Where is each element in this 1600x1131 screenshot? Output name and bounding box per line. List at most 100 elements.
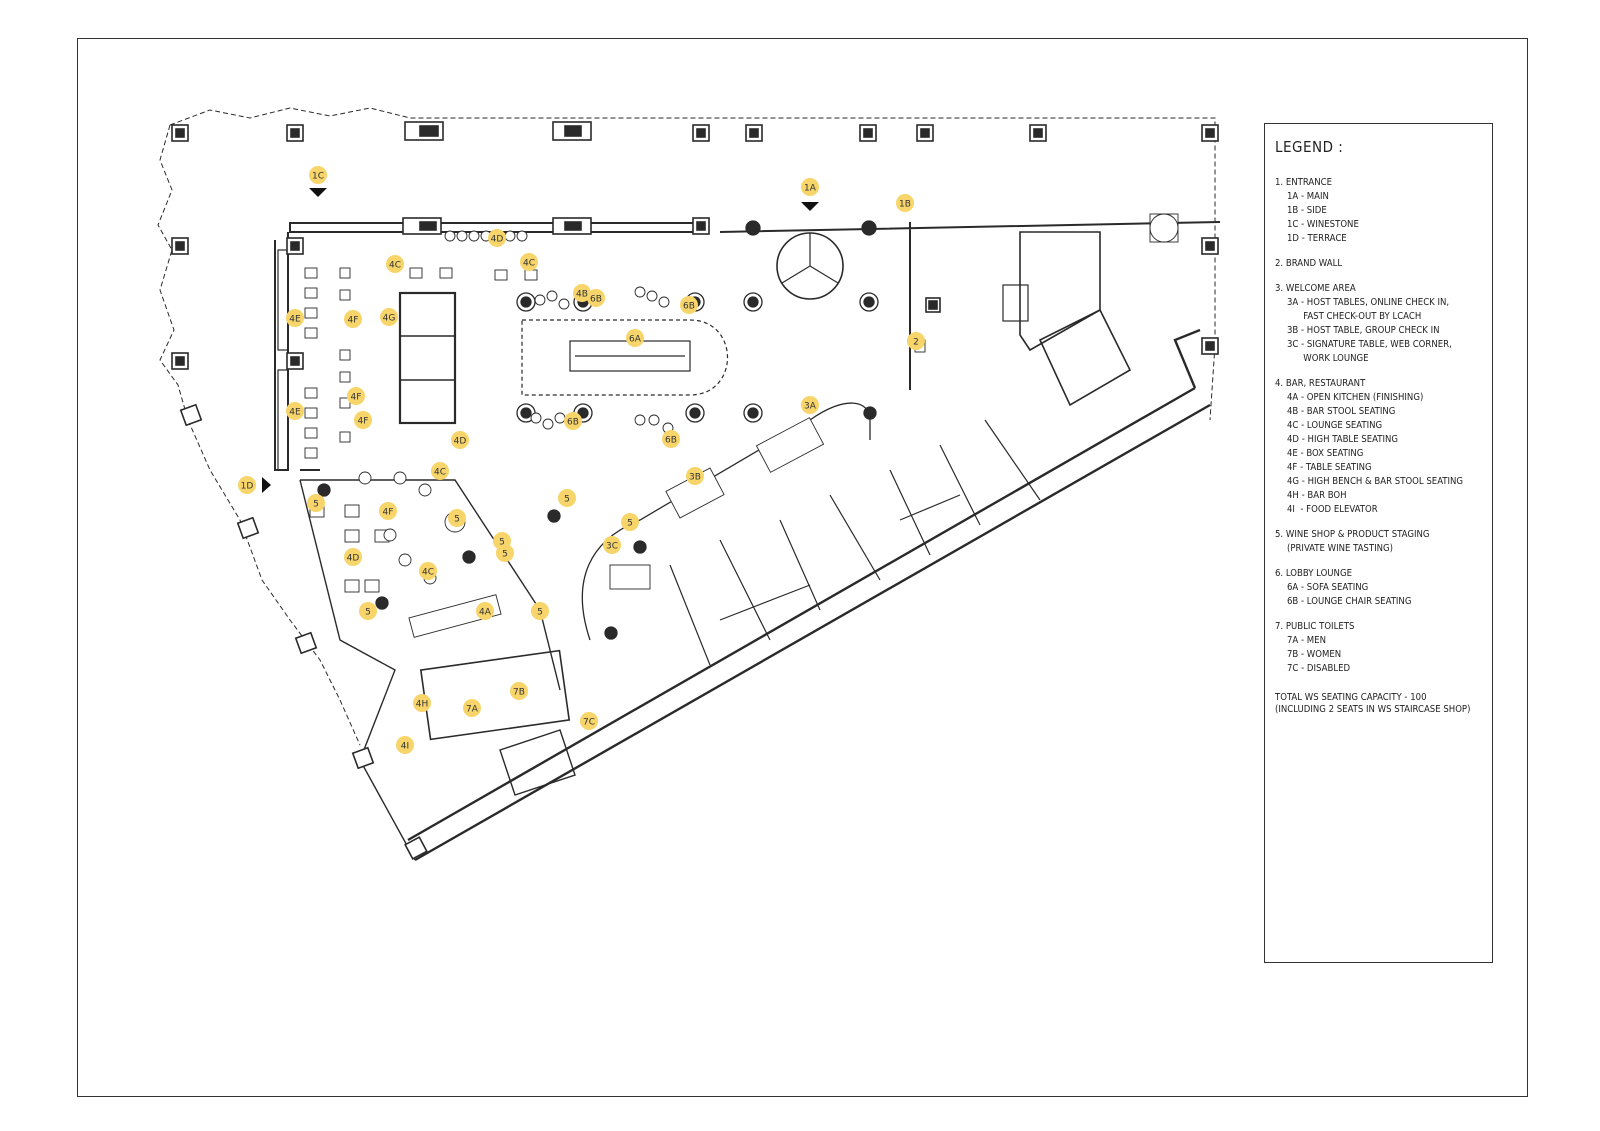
zone-tag-label: 4F bbox=[383, 508, 394, 518]
legend-item: 1C - WINESTONE bbox=[1287, 219, 1359, 230]
zone-tag-label: 4I bbox=[401, 742, 409, 752]
zone-tag: 6B bbox=[564, 412, 582, 430]
zone-tag-badge bbox=[380, 308, 398, 326]
zone-tag: 5 bbox=[448, 509, 466, 527]
zone-tag-badge bbox=[463, 699, 481, 717]
zone-tag-badge bbox=[448, 509, 466, 527]
zone-tag-label: 4F bbox=[348, 316, 359, 326]
zone-tag: 1A bbox=[801, 178, 819, 196]
zone-tag-badge bbox=[686, 467, 704, 485]
zone-tag: 4C bbox=[520, 253, 538, 271]
zone-tag-label: 6B bbox=[683, 302, 695, 312]
zone-tag: 1B bbox=[896, 194, 914, 212]
zone-tag-badge bbox=[493, 532, 511, 550]
zone-tag: 4I bbox=[396, 736, 414, 754]
zone-tag-badge bbox=[531, 602, 549, 620]
restaurant-boundary bbox=[299, 479, 561, 861]
terrace-outline bbox=[157, 107, 1216, 746]
zone-tag-badge bbox=[520, 253, 538, 271]
entrance-arrow-1a bbox=[801, 202, 819, 211]
zone-tag: 4F bbox=[344, 310, 362, 328]
zone-tag-label: 7A bbox=[466, 705, 479, 715]
zone-tag-badge bbox=[510, 682, 528, 700]
legend-section: 3. WELCOME AREA 3A - HOST TABLES, ONLINE … bbox=[1275, 282, 1492, 366]
legend-item: 3A - HOST TABLES, ONLINE CHECK IN, FAST … bbox=[1287, 297, 1450, 322]
boh-rooms bbox=[669, 419, 1041, 666]
zone-tag-badge bbox=[621, 513, 639, 531]
legend-item: 7A - MEN bbox=[1287, 635, 1326, 646]
zone-tag-label: 4D bbox=[454, 437, 467, 447]
zone-tag-badge bbox=[662, 430, 680, 448]
zone-tag: 5 bbox=[493, 532, 511, 550]
zone-tag-badge bbox=[907, 332, 925, 350]
zone-tag: 4F bbox=[379, 502, 397, 520]
zone-tag: 4E bbox=[286, 309, 304, 327]
zone-tag: 4C bbox=[419, 562, 437, 580]
zone-tag: 4C bbox=[431, 462, 449, 480]
zone-tag: 4D bbox=[451, 431, 469, 449]
box-seating-lower bbox=[277, 369, 289, 471]
legend-item: 3B - HOST TABLE, GROUP CHECK IN bbox=[1287, 325, 1440, 336]
zone-tag-label: 7B bbox=[513, 688, 525, 698]
legend-item: 1A - MAIN bbox=[1287, 191, 1329, 202]
legend-heading: 5. WINE SHOP & PRODUCT STAGING bbox=[1275, 529, 1430, 540]
legend-item: 1D - TERRACE bbox=[1287, 233, 1347, 244]
zone-tag: 4A bbox=[476, 602, 494, 620]
lobby-lounge-area bbox=[521, 319, 729, 396]
legend-item: 4H - BAR BOH bbox=[1287, 490, 1347, 501]
zone-tag-label: 5 bbox=[313, 500, 319, 510]
zone-tag-badge bbox=[286, 309, 304, 327]
zone-tag: 4H bbox=[413, 694, 431, 712]
zone-tag-badge bbox=[573, 284, 591, 302]
zone-tag-label: 4C bbox=[389, 261, 401, 271]
legend-heading: 1. ENTRANCE bbox=[1275, 177, 1333, 188]
zone-tag: 7A bbox=[463, 699, 481, 717]
zone-tag: 5 bbox=[531, 602, 549, 620]
zone-tag-badge bbox=[238, 476, 256, 494]
zone-tag: 1D bbox=[238, 476, 256, 494]
zone-tag-label: 3B bbox=[689, 473, 701, 483]
columns bbox=[171, 121, 1219, 860]
zone-tag-label: 6B bbox=[665, 436, 677, 446]
zone-tag: 4D bbox=[344, 548, 362, 566]
legend-item: 4D - HIGH TABLE SEATING bbox=[1287, 434, 1398, 445]
east-upper-wall bbox=[719, 221, 1221, 390]
legend-total-capacity: TOTAL WS SEATING CAPACITY - 100 (INCLUDI… bbox=[1275, 692, 1471, 715]
zone-tag-label: 5 bbox=[454, 515, 460, 525]
zone-tag-badge bbox=[354, 411, 372, 429]
zone-tag-badge bbox=[896, 194, 914, 212]
legend-title: LEGEND : bbox=[1275, 138, 1344, 156]
zone-tag-badge bbox=[419, 562, 437, 580]
zone-tag: 6B bbox=[587, 289, 605, 307]
zone-tag-badge bbox=[488, 229, 506, 247]
round-columns bbox=[317, 220, 879, 640]
legend-item: 4F - TABLE SEATING bbox=[1287, 462, 1372, 473]
zone-tag-label: 6B bbox=[567, 418, 579, 428]
zone-tag-badge bbox=[396, 736, 414, 754]
zone-tag-label: 4F bbox=[358, 417, 369, 427]
zone-tag-label: 4B bbox=[576, 290, 588, 300]
zone-tag-label: 5 bbox=[499, 538, 505, 548]
zone-tag-label: 4C bbox=[523, 259, 535, 269]
legend-heading: 2. BRAND WALL bbox=[1275, 258, 1343, 269]
zone-tag-badge bbox=[603, 536, 621, 554]
zone-tag-label: 1A bbox=[804, 184, 817, 194]
zone-tag-label: 4D bbox=[491, 235, 504, 245]
zone-tag-badge bbox=[801, 178, 819, 196]
zone-tag-badge bbox=[379, 502, 397, 520]
legend-item: 4C - LOUNGE SEATING bbox=[1287, 420, 1383, 431]
zone-tag: 5 bbox=[359, 602, 377, 620]
zone-tag-label: 4C bbox=[422, 568, 434, 578]
zone-tag-label: 4E bbox=[289, 408, 301, 418]
legend-item: 4A - OPEN KITCHEN (FINISHING) bbox=[1287, 392, 1424, 403]
welcome-desk-curve bbox=[581, 402, 871, 641]
stair-core-east bbox=[1038, 308, 1132, 407]
zone-tag-label: 4C bbox=[434, 468, 446, 478]
legend-heading: 3. WELCOME AREA bbox=[1275, 283, 1356, 294]
zone-tag-label: 1C bbox=[312, 172, 324, 182]
zone-tag-badge bbox=[286, 402, 304, 420]
staircase-north bbox=[1002, 284, 1029, 322]
